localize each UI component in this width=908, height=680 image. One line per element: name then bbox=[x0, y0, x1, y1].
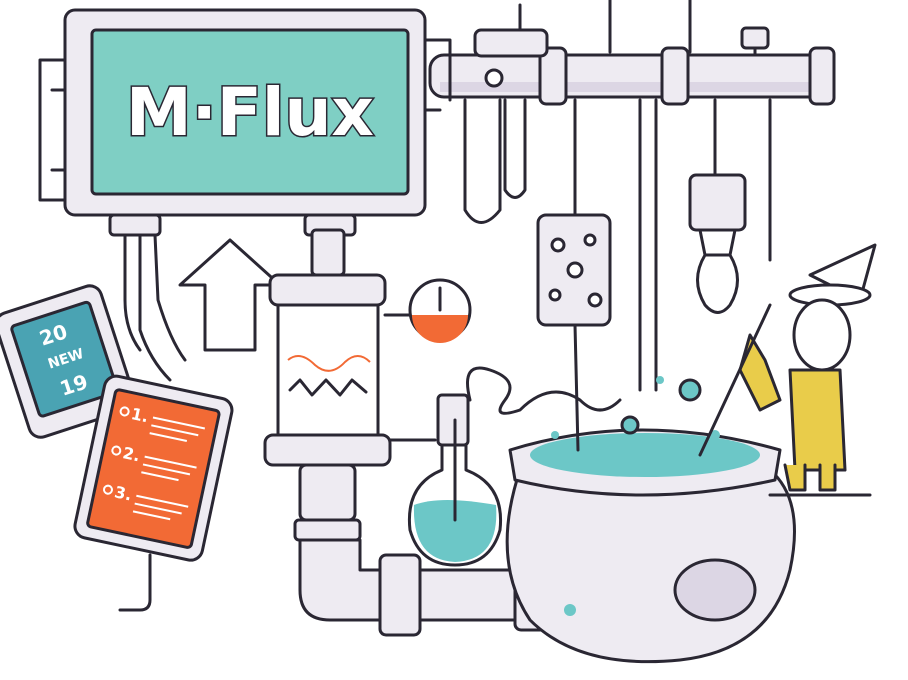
gauge-fill bbox=[412, 315, 468, 343]
bubbles bbox=[551, 376, 720, 616]
spotted-tank bbox=[536, 98, 612, 452]
checklist-item: 2. bbox=[111, 443, 197, 482]
distillation-column bbox=[263, 228, 392, 542]
cauldron-liquid bbox=[530, 433, 760, 477]
calendar-screen bbox=[10, 300, 119, 418]
screen-panel: M·Flux bbox=[38, 8, 452, 237]
up-arrow-icon bbox=[178, 238, 282, 352]
checklist-screen bbox=[86, 388, 221, 549]
overhead-pipe bbox=[428, 0, 836, 392]
screen-display bbox=[90, 28, 410, 196]
flask bbox=[388, 393, 503, 567]
cables bbox=[123, 233, 187, 382]
checklist-item: 1. bbox=[119, 404, 206, 443]
stirring-stick bbox=[698, 303, 772, 457]
checklist-number: 1. bbox=[129, 404, 150, 426]
wizard-face bbox=[792, 298, 852, 372]
calendar-tablet: 20 NEW 19 bbox=[0, 284, 137, 439]
light-bulb-icon bbox=[688, 98, 747, 314]
pressure-gauge bbox=[383, 278, 472, 343]
checklist-tablet: 1. 2. 3. bbox=[73, 374, 234, 562]
checklist-number: 2. bbox=[121, 443, 142, 465]
wizard-character bbox=[698, 243, 877, 497]
cauldron bbox=[505, 428, 796, 664]
coil-tube bbox=[466, 366, 622, 415]
checklist-item: 3. bbox=[102, 482, 189, 521]
flask-liquid bbox=[413, 500, 497, 562]
checklist-number: 3. bbox=[113, 482, 134, 504]
screen-title: M·Flux bbox=[126, 74, 374, 151]
wizard-body bbox=[788, 368, 847, 472]
